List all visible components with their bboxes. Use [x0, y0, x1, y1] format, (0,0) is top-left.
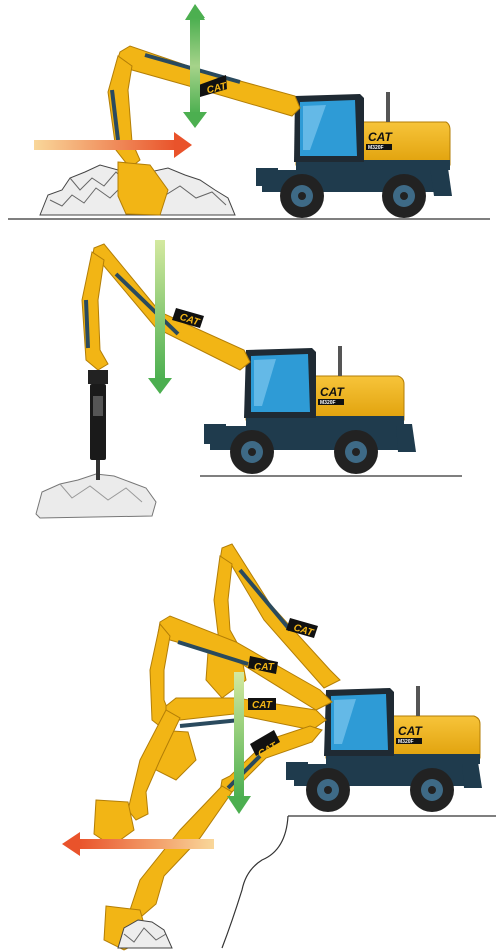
- terrain-edge: [222, 816, 496, 948]
- rock: [36, 474, 156, 518]
- illustration-loading: CAT M320F CAT: [0, 0, 498, 230]
- hydraulic-hammer: [88, 370, 108, 480]
- boom-position-4: CAT: [104, 726, 322, 950]
- cat-logo: CAT: [398, 724, 423, 738]
- model-label: M320F: [398, 739, 414, 745]
- illustration-digging-below-grade: CAT M320F CAT CAT CAT CAT: [0, 530, 498, 952]
- boom-arm: CAT: [82, 244, 250, 370]
- illustration-hammering: CAT M320F CAT: [0, 230, 498, 530]
- boom-cat-logo-2: CAT: [254, 662, 275, 673]
- cat-logo: CAT: [368, 130, 393, 144]
- boom-cat-logo-3: CAT: [252, 700, 273, 711]
- model-label: M320F: [368, 145, 384, 151]
- cat-logo: CAT: [320, 385, 345, 399]
- model-label: M320F: [320, 400, 336, 406]
- horizontal-arrow-right: [34, 132, 192, 158]
